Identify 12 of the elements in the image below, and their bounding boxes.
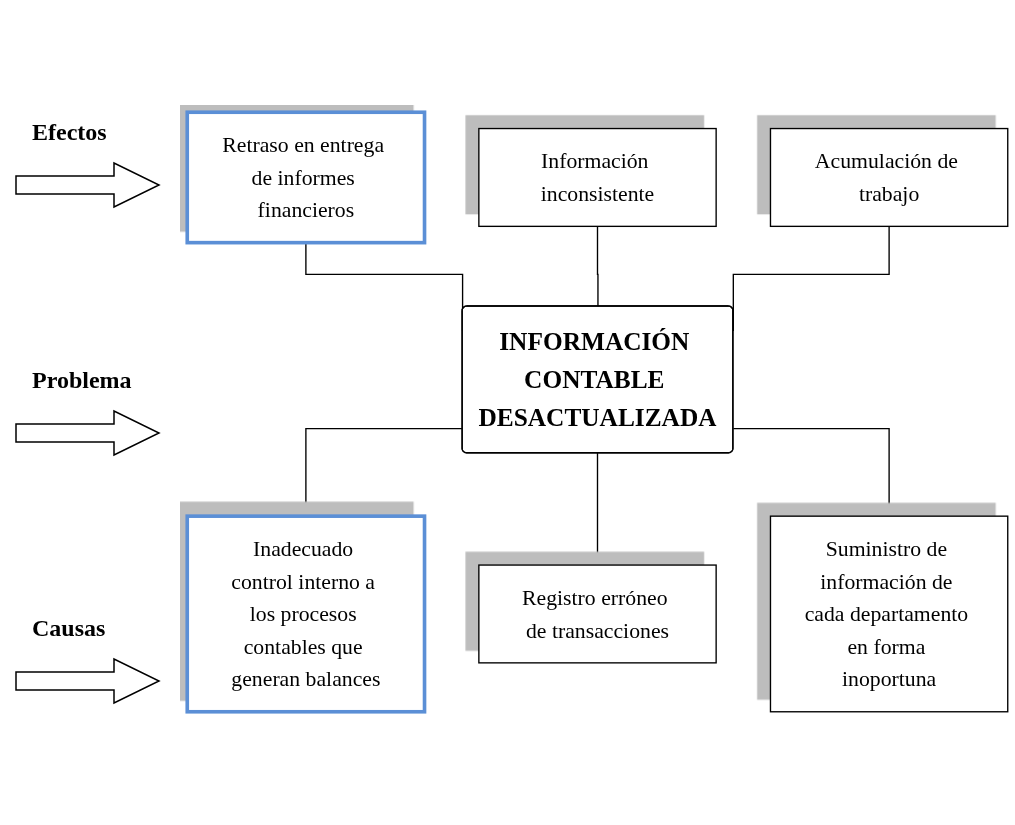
connector [596,453,599,567]
node-box: Suministro de información de cada departamento en forma inoportuna [769,515,1009,713]
node-box: Información inconsistente [478,128,717,228]
node-box: Inadecuado control interno a los procesos contables que generan balances [185,514,427,715]
node-box: Acumulación de trabajo [769,128,1009,228]
connector [732,428,890,518]
node-box: Registro erróneo de transacciones [478,564,717,665]
connector [596,226,599,308]
row-heading: Causas [31,615,106,643]
row-heading: Efectos [31,118,107,146]
row-heading: Problema [31,367,132,394]
node-box: Retraso en entrega de informes financieros [185,110,427,245]
